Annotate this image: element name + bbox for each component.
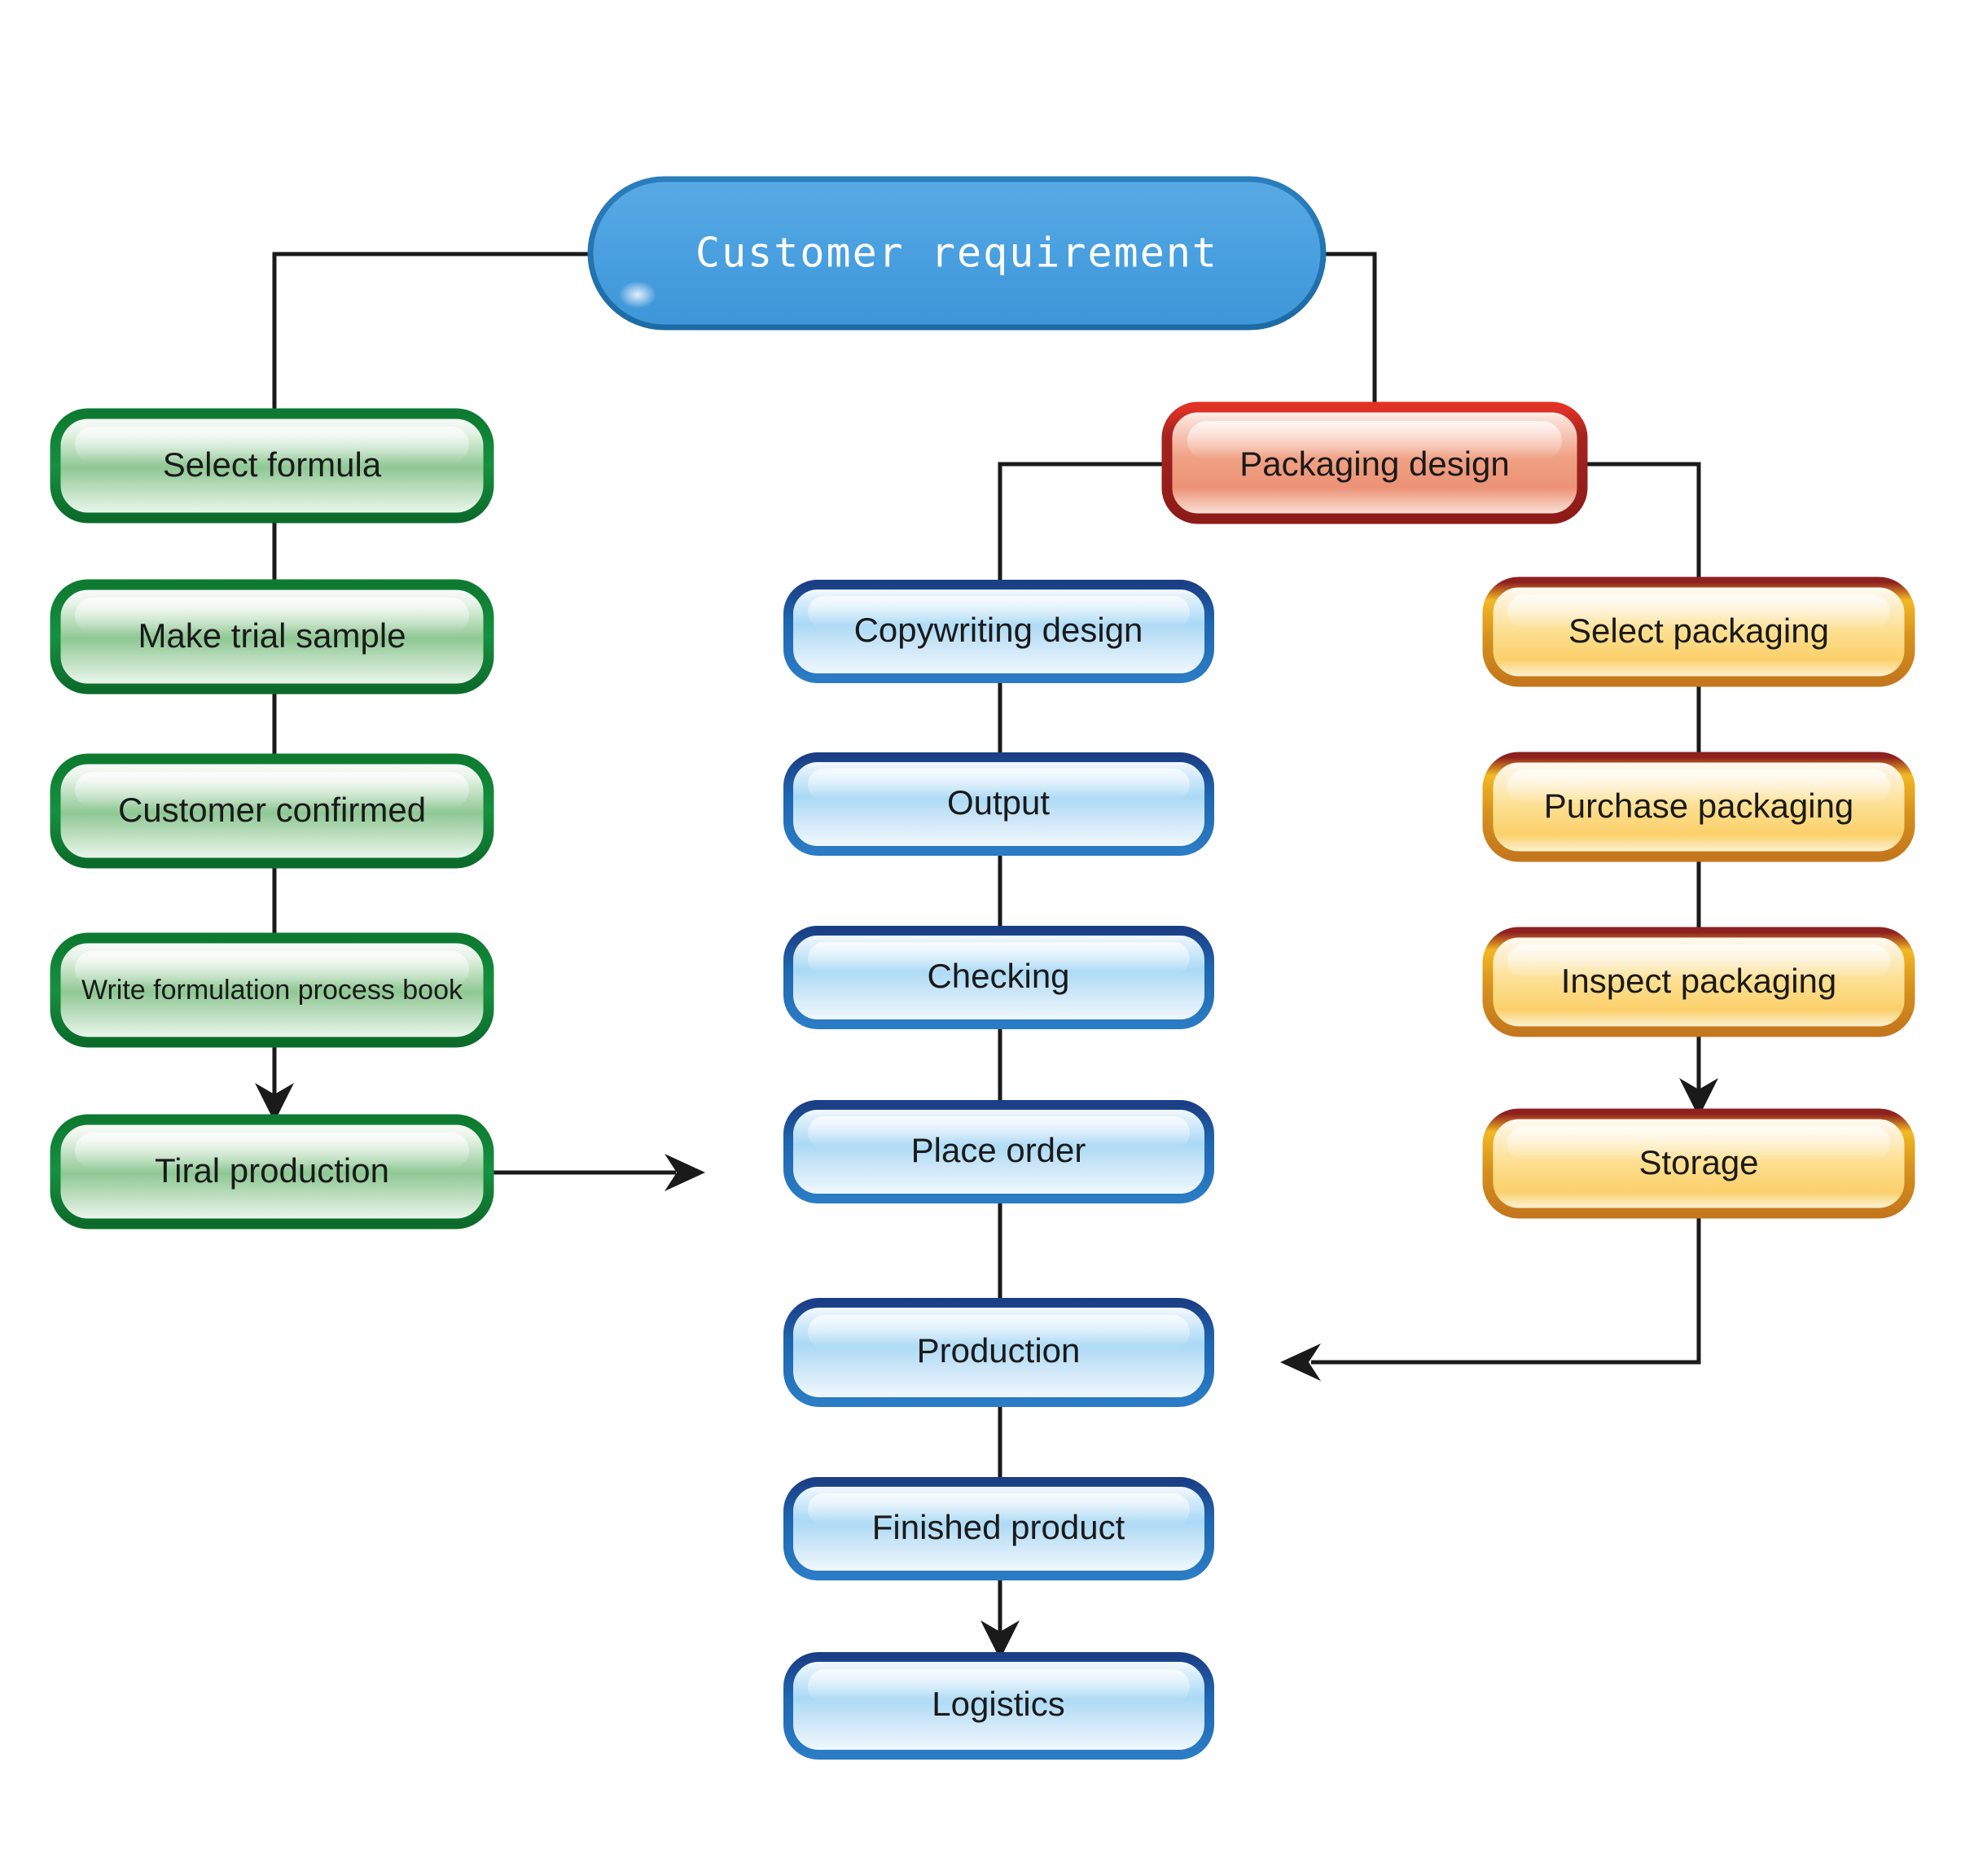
gloss-icon	[808, 596, 1190, 629]
node-customer-confirmed[interactable]: Customer confirmed	[50, 753, 494, 869]
gloss-icon	[75, 951, 469, 987]
edge-storage-to-production	[1311, 1213, 1701, 1365]
customer-confirmed-label: Customer confirmed	[118, 791, 426, 829]
node-select-packaging[interactable]: Select packaging	[1482, 576, 1915, 687]
node-tiral-production[interactable]: Tiral production	[50, 1114, 494, 1229]
node-checking[interactable]: Checking	[783, 926, 1214, 1029]
gloss-icon	[808, 769, 1190, 801]
gloss-icon	[75, 427, 469, 462]
tiral-production-label: Tiral production	[155, 1151, 389, 1190]
node-finished-product[interactable]: Finished product	[783, 1477, 1214, 1580]
gloss-icon	[75, 772, 469, 808]
output-label: Output	[947, 783, 1050, 822]
checking-label: Checking	[927, 957, 1069, 995]
node-purchase-packaging[interactable]: Purchase packaging	[1482, 752, 1915, 862]
gloss-highlight-icon	[620, 282, 656, 308]
node-packaging-design[interactable]: Packaging design	[1161, 401, 1588, 524]
gloss-icon	[808, 1116, 1190, 1149]
arrowhead-storage-to-production	[1280, 1343, 1321, 1381]
node-copywriting-design[interactable]: Copywriting design	[783, 580, 1214, 683]
purchase-packaging-label: Purchase packaging	[1544, 787, 1854, 825]
customer-requirement-shape	[587, 176, 1327, 331]
node-inspect-packaging[interactable]: Inspect packaging	[1482, 927, 1915, 1037]
arrowhead-to-storage	[1679, 1078, 1718, 1117]
edge-packaging-design-to-copywriting-design	[998, 462, 1167, 585]
packaging-design-label: Packaging design	[1239, 445, 1510, 483]
select-formula-label: Select formula	[163, 445, 382, 484]
place-order-label: Place order	[911, 1131, 1086, 1169]
gloss-icon	[75, 598, 469, 633]
logistics-label: Logistics	[932, 1685, 1064, 1723]
arrowhead-to-logistics	[980, 1620, 1020, 1659]
storage-label: Storage	[1638, 1143, 1758, 1181]
copywriting-design-label: Copywriting design	[854, 611, 1143, 649]
node-select-formula[interactable]: Select formula	[50, 408, 494, 524]
node-place-order[interactable]: Place order	[783, 1100, 1214, 1203]
finished-product-label: Finished product	[872, 1508, 1125, 1546]
node-production[interactable]: Production	[783, 1298, 1214, 1407]
gloss-icon	[1507, 594, 1890, 629]
connector-layer	[255, 252, 1718, 1659]
node-write-formulation-process-book[interactable]: Write formulation process book	[50, 932, 494, 1048]
node-customer-requirement[interactable]: Customer requirement	[587, 176, 1327, 331]
gloss-icon	[1507, 945, 1890, 979]
write-formulation-process-book-label: Write formulation process book	[81, 975, 463, 1006]
arrowhead-tiral-production-outgoing	[665, 1154, 705, 1191]
node-storage[interactable]: Storage	[1482, 1108, 1915, 1219]
edge-customer-requirement-to-select-formula	[272, 252, 590, 414]
select-packaging-label: Select packaging	[1568, 611, 1829, 650]
node-make-trial-sample[interactable]: Make trial sample	[50, 579, 494, 695]
arrowhead-to-tiral-production	[255, 1083, 294, 1122]
edge-customer-requirement-to-packaging-design	[1323, 252, 1377, 407]
gloss-icon	[808, 942, 1190, 975]
gloss-icon	[808, 1493, 1190, 1526]
make-trial-sample-label: Make trial sample	[138, 616, 406, 655]
customer-requirement-label: Customer requirement	[695, 230, 1218, 277]
gloss-icon	[808, 1315, 1190, 1349]
edge-packaging-design-to-select-packaging	[1582, 462, 1701, 582]
gloss-icon	[808, 1669, 1190, 1703]
node-output[interactable]: Output	[783, 752, 1214, 856]
inspect-packaging-label: Inspect packaging	[1561, 962, 1837, 1000]
gloss-icon	[1507, 769, 1890, 804]
gloss-icon	[1187, 421, 1562, 460]
gloss-icon	[1507, 1126, 1890, 1160]
node-logistics[interactable]: Logistics	[783, 1652, 1214, 1760]
gloss-icon	[75, 1133, 469, 1168]
production-label: Production	[917, 1331, 1081, 1370]
